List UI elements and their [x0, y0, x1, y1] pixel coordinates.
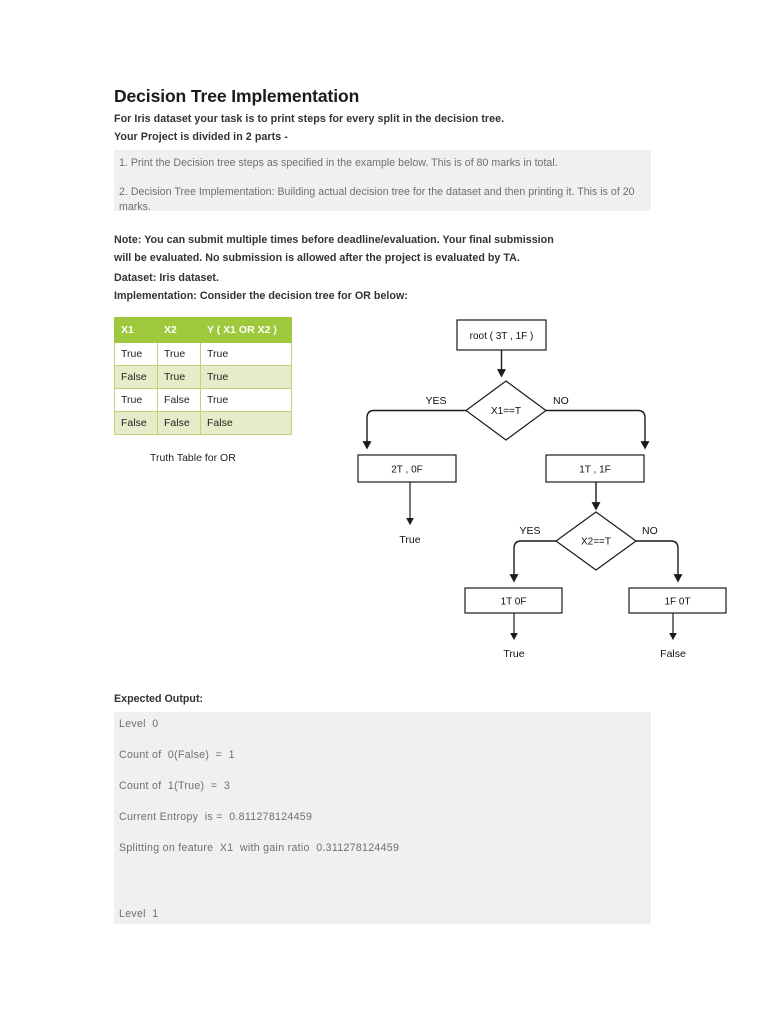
note-line-1: Note: You can submit multiple times befo… [114, 234, 554, 246]
cell-x1: False [114, 411, 158, 435]
cell-x2: True [157, 365, 201, 389]
cell-y: True [200, 365, 292, 389]
intro-line-1: For Iris dataset your task is to print s… [114, 113, 505, 125]
flow-box-left-l2 [464, 587, 563, 614]
cell-x2: False [157, 411, 201, 435]
flow-leaf-true-l2: True [503, 648, 524, 660]
cell-x1: True [114, 388, 158, 412]
flow-branch-yes-1: YES [425, 395, 446, 407]
output-line-3: Current Entropy is = 0.811278124459 [119, 811, 313, 823]
output-line-6: Level 1 [119, 908, 159, 920]
table-header-x1: X1 [114, 317, 158, 343]
table-row: False False False [114, 411, 292, 435]
flow-box-left-l1 [357, 454, 457, 483]
project-parts-band: 1. Print the Decision tree steps as spec… [114, 150, 651, 213]
cell-y: True [200, 388, 292, 412]
flow-edge-d2-no [636, 540, 683, 583]
table-row: True False True [114, 388, 292, 412]
table-header-x2: X2 [157, 317, 201, 343]
flow-box-left-l1-label: 2T , 0F [391, 465, 423, 476]
output-line-2: Count of 1(True) = 3 [119, 780, 231, 792]
implementation-line: Implementation: Consider the decision tr… [114, 290, 408, 302]
flow-root-box [456, 319, 547, 351]
flow-box-right-l1-label: 1T , 1F [579, 465, 611, 476]
output-line-4: Splitting on feature X1 with gain ratio … [119, 842, 400, 854]
table-row: False True True [114, 365, 292, 389]
output-line-0: Level 0 [119, 718, 159, 730]
flow-box-left-l2-label: 1T 0F [501, 597, 527, 608]
flow-box-right-l2 [628, 587, 727, 614]
truth-table-caption: Truth Table for OR [150, 452, 236, 464]
truth-table-or: X1 X2 Y ( X1 OR X2 ) True True True Fals… [114, 317, 292, 435]
cell-y: True [200, 342, 292, 366]
dataset-line: Dataset: Iris dataset. [114, 272, 219, 284]
cell-x1: True [114, 342, 158, 366]
table-header-row: X1 X2 Y ( X1 OR X2 ) [114, 317, 292, 343]
intro-line-2: Your Project is divided in 2 parts - [114, 131, 288, 143]
flow-box-right-l1 [545, 454, 645, 483]
page-title: Decision Tree Implementation [114, 86, 360, 106]
flow-branch-no-2: NO [642, 525, 658, 537]
flow-leaf-true-l1: True [399, 534, 420, 546]
flow-edge-d1-no [546, 409, 650, 450]
cell-x2: False [157, 388, 201, 412]
expected-output-label: Expected Output: [114, 693, 204, 705]
flow-box-right-l2-label: 1F 0T [664, 597, 690, 608]
note-line-2: will be evaluated. No submission is allo… [114, 252, 520, 264]
cell-y: False [200, 411, 292, 435]
flow-decision-2-label: X2==T [581, 537, 611, 548]
table-header-y: Y ( X1 OR X2 ) [200, 317, 292, 343]
flow-root-box-label: root ( 3T , 1F ) [470, 331, 534, 342]
cell-x2: True [157, 342, 201, 366]
flow-edge-d2-yes [509, 540, 556, 583]
flow-decision-2 [554, 511, 638, 571]
project-part-2: 2. Decision Tree Implementation: Buildin… [119, 186, 635, 213]
flow-edge-d1-yes [362, 409, 466, 450]
flow-decision-1-label: X1==T [491, 406, 521, 417]
table-row: True True True [114, 342, 292, 366]
expected-output-band: Level 0 Count of 0(False) = 1 Count of 1… [114, 712, 651, 924]
cell-x1: False [114, 365, 158, 389]
flow-leaf-false-l2: False [660, 648, 686, 660]
flow-branch-yes-2: YES [519, 525, 540, 537]
output-line-1: Count of 0(False) = 1 [119, 749, 235, 761]
decision-tree-flowchart: root ( 3T , 1F ) X1==T YES NO 2T , 0F 1T… [340, 310, 760, 680]
flow-branch-no-1: NO [553, 395, 569, 407]
flow-decision-1 [464, 380, 548, 441]
project-part-1: 1. Print the Decision tree steps as spec… [119, 157, 558, 169]
